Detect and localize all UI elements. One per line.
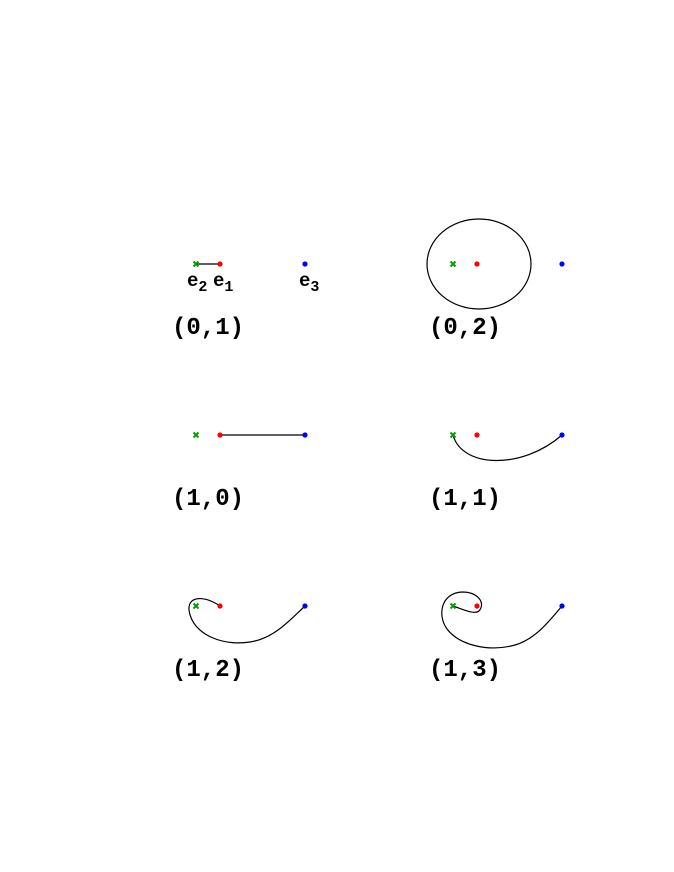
point-e3 <box>302 603 308 609</box>
panel-1-2: (1,2) <box>172 598 308 684</box>
point-e3 <box>559 603 565 609</box>
label-e2: e2 <box>187 270 207 296</box>
point-e2 <box>449 260 457 268</box>
point-e2 <box>449 431 457 439</box>
label-e1: e1 <box>213 270 233 296</box>
panel-label: (1,2) <box>172 657 244 684</box>
point-e2 <box>192 602 200 610</box>
point-e2 <box>192 260 200 268</box>
point-e3 <box>559 432 565 438</box>
point-e2 <box>192 431 200 439</box>
panel-label: (1,3) <box>429 657 501 684</box>
panel-label: (0,1) <box>172 315 244 342</box>
point-e1 <box>474 432 480 438</box>
point-e3 <box>302 261 308 267</box>
panel-0-1: e2 e1 e3 (0,1) <box>172 260 319 342</box>
point-e1 <box>474 261 480 267</box>
panel-1-0: (1,0) <box>172 431 308 513</box>
curve <box>441 591 563 649</box>
panel-label: (1,0) <box>172 486 244 513</box>
point-e1 <box>217 603 223 609</box>
point-e3 <box>302 432 308 438</box>
curve <box>452 434 563 462</box>
point-e1 <box>217 432 223 438</box>
panel-0-2: (0,2) <box>426 218 565 342</box>
label-e3: e3 <box>299 270 319 296</box>
point-e3 <box>559 261 565 267</box>
panel-label: (0,2) <box>429 315 501 342</box>
panel-1-3: (1,3) <box>429 591 565 684</box>
curve <box>188 598 306 644</box>
panel-label: (1,1) <box>429 486 501 513</box>
point-e1 <box>217 261 223 267</box>
point-e2 <box>449 602 457 610</box>
panel-1-1: (1,1) <box>429 431 565 513</box>
point-e1 <box>474 603 480 609</box>
curve <box>426 218 532 310</box>
